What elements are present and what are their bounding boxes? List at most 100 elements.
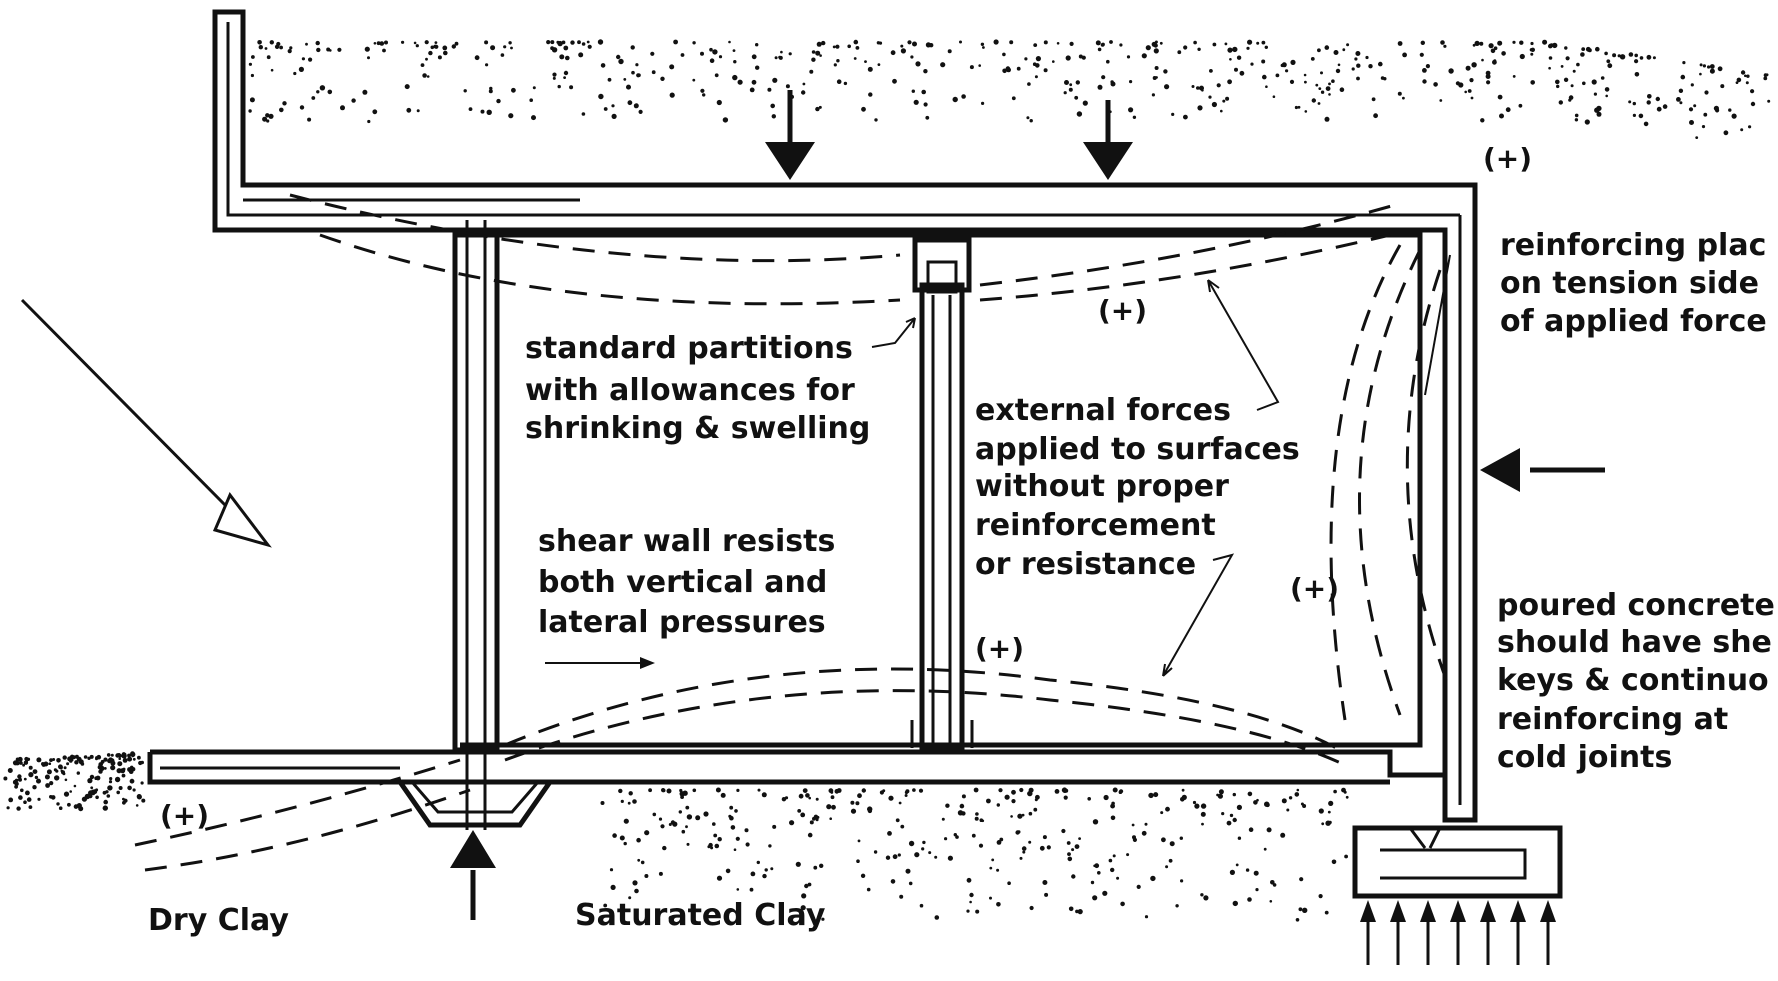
- soil-dot: [1097, 47, 1102, 52]
- soil-dot: [947, 49, 952, 54]
- soil-dot: [1163, 69, 1168, 74]
- soil-dot: [1433, 82, 1438, 87]
- roof-slab-underside: [460, 232, 1423, 748]
- soil-dot: [1593, 92, 1597, 96]
- soil-dot: [632, 799, 637, 804]
- soil-dot: [815, 818, 819, 822]
- soil-dot: [1560, 65, 1564, 68]
- soil-dot: [861, 788, 866, 793]
- soil-dot: [895, 818, 900, 823]
- soil-dot: [1356, 63, 1361, 68]
- soil-dot: [713, 833, 718, 838]
- soil-dot: [973, 787, 979, 793]
- soil-dot: [1325, 86, 1331, 91]
- soil-dot: [1141, 53, 1147, 59]
- soil-dot: [1024, 57, 1028, 61]
- soil-dot: [772, 77, 778, 83]
- soil-dot: [1750, 89, 1755, 94]
- soil-dot: [1108, 858, 1113, 863]
- soil-dot: [62, 772, 66, 776]
- soil-dot: [287, 49, 292, 54]
- soil-dot: [1217, 793, 1223, 799]
- external-forces-label: external forces applied to surfaces with…: [975, 393, 1310, 582]
- soil-dot: [136, 794, 142, 799]
- soil-dot: [947, 855, 954, 861]
- soil-dot: [1294, 792, 1300, 797]
- soil-dot: [736, 788, 740, 793]
- soil-dot: [1154, 40, 1158, 44]
- soil-dot: [767, 87, 772, 92]
- soil-dot: [34, 775, 39, 780]
- soil-dot: [546, 40, 551, 45]
- soil-dot: [49, 758, 53, 762]
- soil-dot: [1002, 68, 1007, 74]
- soil-dot: [1256, 41, 1260, 45]
- soil-dot: [908, 840, 915, 847]
- soil-dot: [1652, 56, 1656, 60]
- soil-dot: [717, 837, 722, 842]
- soil-dot: [578, 52, 584, 58]
- soil-dot: [1402, 96, 1405, 100]
- soil-dot: [557, 84, 561, 89]
- soil-dot: [737, 79, 743, 85]
- soil-dot: [1019, 856, 1023, 860]
- soil-dot: [1192, 800, 1197, 805]
- soil-dot: [900, 48, 907, 54]
- soil-dot: [700, 51, 704, 56]
- soil-dot: [1371, 97, 1376, 102]
- soil-dot: [966, 909, 970, 913]
- soil-dot: [121, 773, 126, 778]
- soil-dot: [847, 44, 851, 49]
- soil-dot: [258, 45, 263, 50]
- soil-dot: [890, 50, 896, 56]
- soil-dot: [715, 787, 721, 793]
- soil-dot: [1295, 918, 1300, 922]
- soil-dot: [761, 792, 767, 798]
- soil-dot: [1087, 797, 1091, 801]
- soil-dot: [1656, 106, 1662, 112]
- soil-dot: [637, 73, 641, 77]
- soil-dot: [940, 62, 946, 68]
- soil-dot: [978, 64, 981, 67]
- soil-dot: [1144, 822, 1148, 826]
- soil-dot: [836, 59, 840, 63]
- soil-dot: [1647, 94, 1652, 99]
- soil-dot: [718, 55, 723, 59]
- soil-dot: [921, 847, 925, 851]
- soil-dot: [736, 888, 740, 891]
- soil-dot: [1488, 43, 1494, 49]
- soil-dot: [882, 789, 886, 793]
- soil-dot: [1220, 109, 1223, 113]
- grade-beam-inner: [410, 781, 540, 814]
- soil-dot: [686, 842, 690, 846]
- soil-dot: [597, 39, 604, 45]
- soil-dot: [802, 82, 806, 86]
- soil-dot: [1765, 73, 1769, 77]
- soil-dot: [52, 758, 56, 761]
- soil-dot: [1499, 113, 1504, 119]
- soil-dot: [864, 60, 867, 63]
- soil-dot: [127, 753, 131, 758]
- soil-dot: [1341, 787, 1346, 793]
- soil-dot: [1402, 52, 1407, 58]
- soil-dot: [716, 875, 723, 881]
- soil-dot: [1027, 790, 1033, 797]
- soil-dot: [1310, 57, 1315, 61]
- soil-dot: [1380, 76, 1385, 80]
- soil-dot: [619, 835, 625, 841]
- soil-dot: [1239, 70, 1245, 76]
- soil-dot: [1145, 45, 1151, 51]
- soil-dot: [1699, 72, 1702, 76]
- soil-dot: [1224, 42, 1228, 46]
- soil-dot: [22, 763, 25, 767]
- soil-dot: [1335, 68, 1341, 74]
- soil-dot: [1028, 811, 1033, 816]
- soil-dot: [780, 50, 783, 54]
- soil-dot: [669, 92, 675, 98]
- soil-dot: [59, 765, 63, 770]
- soil-dot: [1639, 56, 1644, 60]
- soil-dot: [1296, 788, 1300, 792]
- soil-dot: [809, 820, 814, 825]
- soil-dot: [778, 55, 782, 59]
- soil-dot: [1497, 40, 1503, 46]
